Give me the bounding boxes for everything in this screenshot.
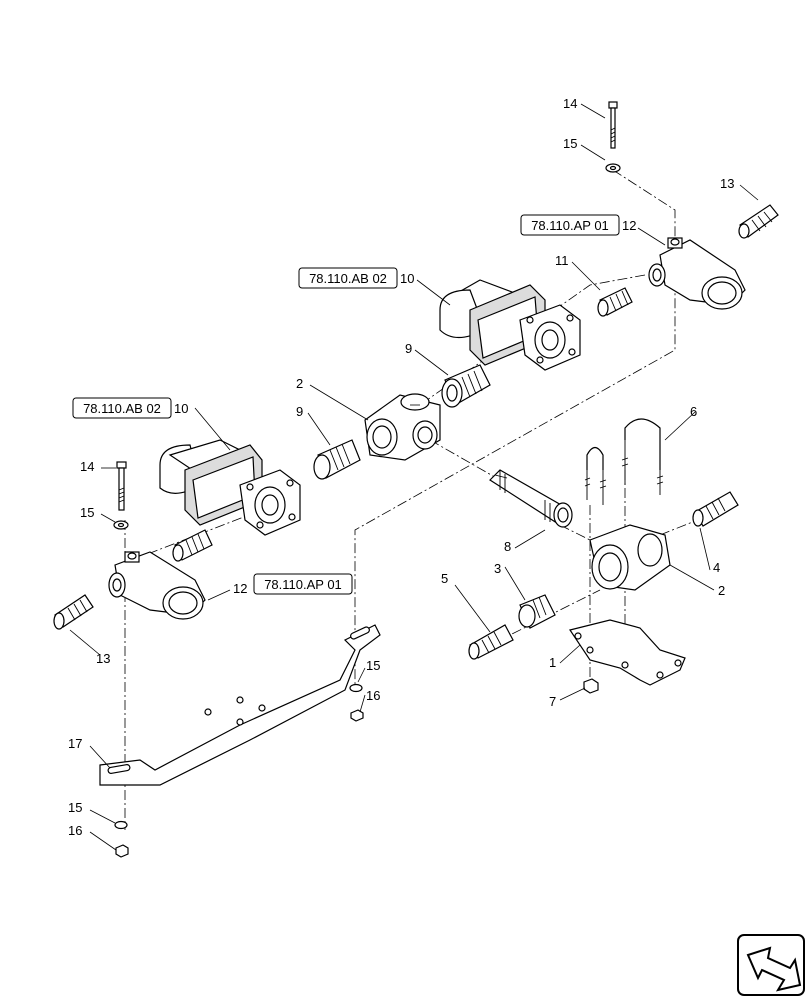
bolt-top-right — [608, 101, 618, 149]
washer-left — [113, 520, 129, 530]
adapter-3 — [518, 594, 556, 629]
tee-fitting-left — [108, 551, 206, 620]
callout-16: 16 — [366, 688, 380, 703]
pipe-nipple — [489, 469, 573, 528]
adapter-9-center — [313, 439, 361, 480]
washer-bracket-left — [114, 820, 128, 830]
callout-17: 17 — [68, 736, 82, 751]
callout-13: 13 — [720, 176, 734, 191]
callout-11: 11 — [555, 253, 569, 268]
reference-label[interactable]: 78.110.AP 01 — [531, 218, 609, 233]
nut-bracket-right — [350, 709, 364, 722]
washer-top-right — [605, 163, 621, 173]
solenoid-valve-left — [159, 439, 301, 536]
nut-7 — [583, 678, 599, 694]
hose-nipple-5 — [468, 624, 514, 660]
callout-14: 14 — [563, 96, 577, 111]
callout-2: 2 — [296, 376, 303, 391]
washer-bracket-right — [349, 683, 363, 693]
callout-15: 15 — [563, 136, 577, 151]
reference-label[interactable]: 78.110.AP 01 — [264, 577, 342, 592]
callout-14: 14 — [80, 459, 94, 474]
tee-fitting-right — [589, 524, 671, 591]
hose-nipple-11 — [597, 287, 633, 317]
bolt-left — [116, 461, 127, 511]
callout-12: 12 — [622, 218, 636, 233]
adapter-9-top — [441, 364, 491, 408]
callout-4: 4 — [713, 560, 720, 575]
nut-bracket-left — [115, 844, 129, 858]
reference-box-ap-bottom[interactable]: 78.110.AP 01 — [253, 573, 353, 595]
solenoid-valve-top — [439, 279, 581, 371]
callout-2: 2 — [718, 583, 725, 598]
hose-nipple-left-mid — [172, 529, 213, 562]
callout-5: 5 — [441, 571, 448, 586]
callout-13: 13 — [96, 651, 110, 666]
reference-label[interactable]: 78.110.AB 02 — [83, 401, 161, 416]
callout-3: 3 — [494, 561, 501, 576]
callout-9: 9 — [296, 404, 303, 419]
callout-8: 8 — [504, 539, 511, 554]
tee-fitting-top-right — [648, 237, 746, 310]
callout-15: 15 — [366, 658, 380, 673]
callout-15: 15 — [80, 505, 94, 520]
callout-1: 1 — [549, 655, 556, 670]
reference-label[interactable]: 78.110.AB 02 — [309, 271, 387, 286]
callout-9: 9 — [405, 341, 412, 356]
u-bolts — [584, 418, 664, 505]
hose-nipple-4 — [692, 491, 739, 527]
mounting-plate — [569, 619, 686, 686]
callout-16: 16 — [68, 823, 82, 838]
callout-numbers: 14 15 13 12 10 11 9 2 10 9 14 15 12 13 6… — [68, 96, 734, 838]
hose-nipple-left — [53, 594, 94, 630]
leader-lines — [69, 103, 759, 851]
reference-box-ab-left[interactable]: 78.110.AB 02 — [72, 397, 172, 419]
reference-box-ap-top[interactable]: 78.110.AP 01 — [520, 214, 620, 236]
hose-nipple-top-right — [738, 204, 779, 239]
callout-7: 7 — [549, 694, 556, 709]
callout-10: 10 — [400, 271, 414, 286]
callout-6: 6 — [690, 404, 697, 419]
bracket-17 — [99, 624, 381, 786]
callout-10: 10 — [174, 401, 188, 416]
callout-15: 15 — [68, 800, 82, 815]
tee-fitting-center — [364, 393, 441, 461]
reference-box-ab-top[interactable]: 78.110.AB 02 — [298, 267, 398, 289]
callout-12: 12 — [233, 581, 247, 596]
arrow-navigation-icon[interactable] — [737, 934, 805, 996]
